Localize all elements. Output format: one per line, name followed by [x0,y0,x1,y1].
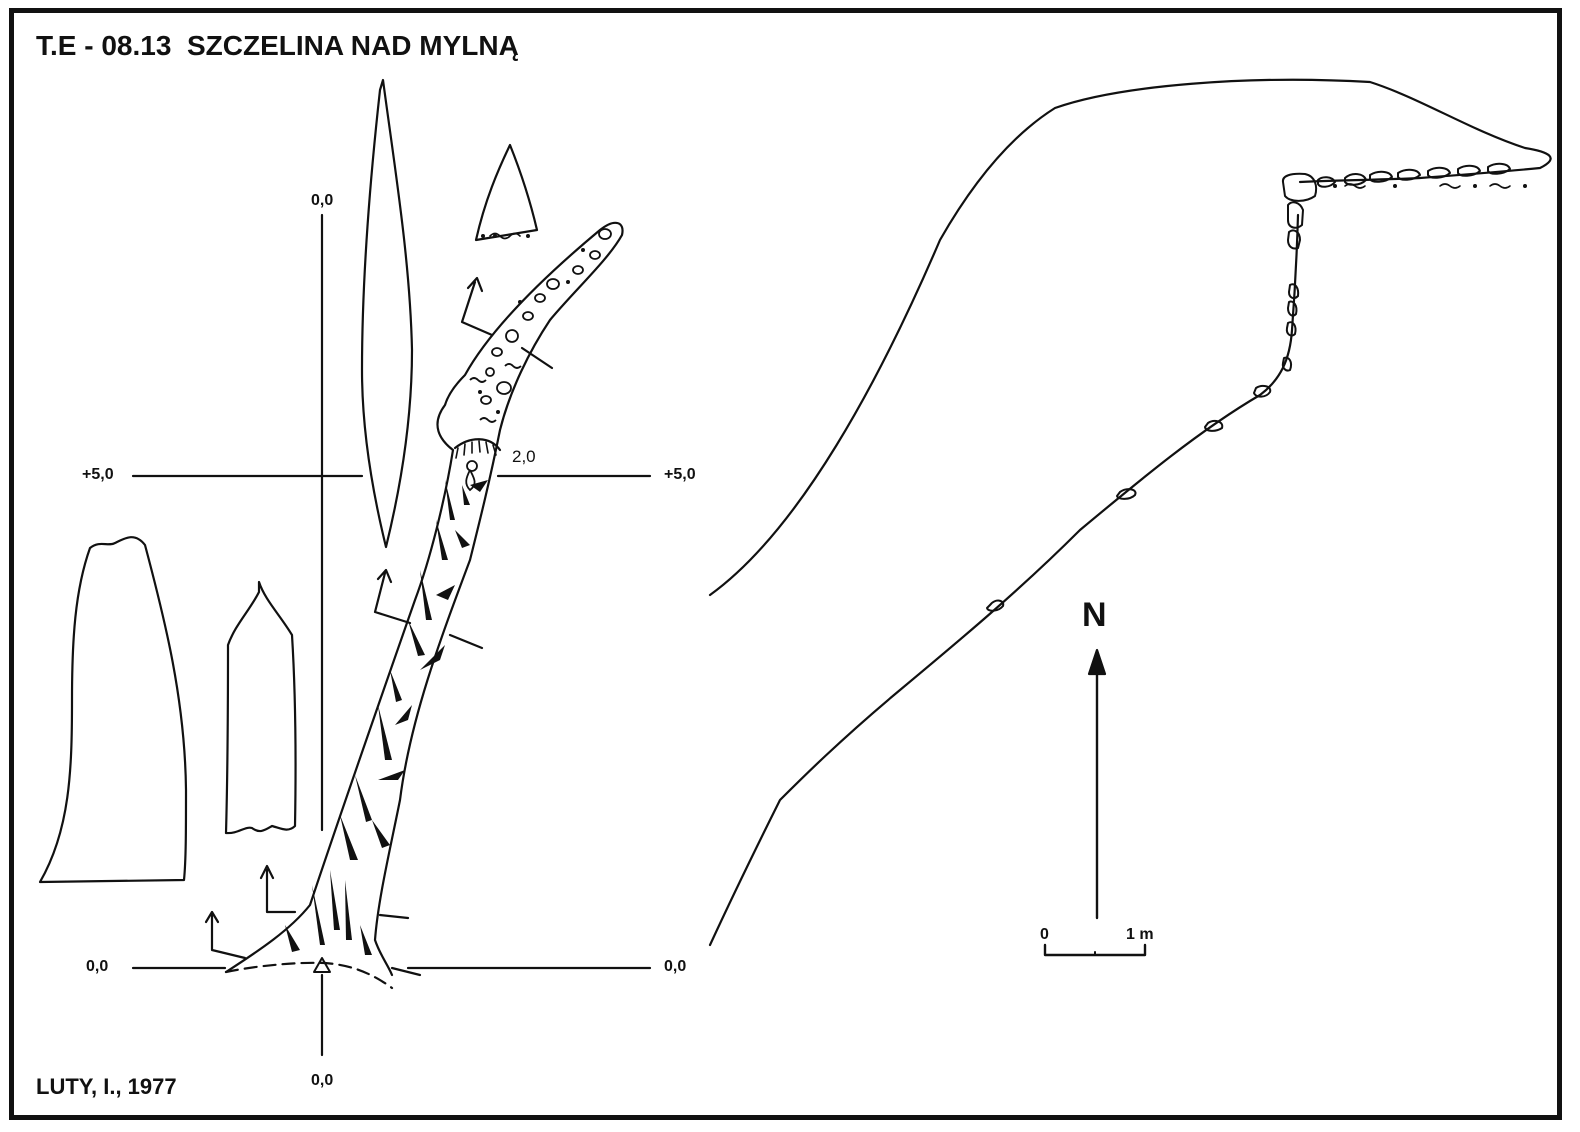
map-title: T.E - 08.13 SZCZELINA NAD MYLNĄ [36,30,519,61]
cross-section-2 [224,580,297,835]
author-credit: LUTY, I., 1977 [36,1074,177,1099]
section-line-4 [520,346,554,370]
cave-entrance-line [224,961,394,990]
grid-label-bottom: 0,0 [311,1072,334,1089]
cross-section-4 [474,143,539,242]
step-hachure [455,440,497,459]
north-arrow-icon [1087,648,1107,676]
grid-label-right-plus5: +5,0 [664,466,696,483]
section-arrow-3 [373,568,412,625]
section-line-1 [390,966,422,977]
section-arrow-2 [259,864,297,914]
boulder-symbols [465,228,612,492]
profile-lower-outline [708,213,1300,947]
sediment-dots [478,184,1527,414]
scale-label-one: 1 m [1126,926,1154,943]
cross-section-4-fill [489,232,521,240]
grid-label-left-zero: 0,0 [86,958,109,975]
depth-label: 2,0 [512,447,536,466]
debris-triangles [285,480,488,955]
grid-label-left-plus5: +5,0 [82,466,114,483]
map-frame [9,8,1562,1120]
step-arc [453,438,502,452]
section-line-3 [448,633,484,650]
survey-point-icon [313,957,331,973]
profile-sediment [1344,183,1511,189]
grid-label-right-zero: 0,0 [664,958,687,975]
scale-label-zero: 0 [1040,926,1049,943]
cross-section-3 [360,78,414,549]
section-line-2 [378,913,410,920]
cave-plan-outline [224,221,624,977]
profile-upper-outline [708,78,1552,597]
cross-section-1 [38,536,188,884]
north-label: N [1082,596,1107,634]
section-arrow-4 [460,276,494,337]
grid-label-top: 0,0 [311,192,334,209]
section-arrow-1 [204,910,247,960]
